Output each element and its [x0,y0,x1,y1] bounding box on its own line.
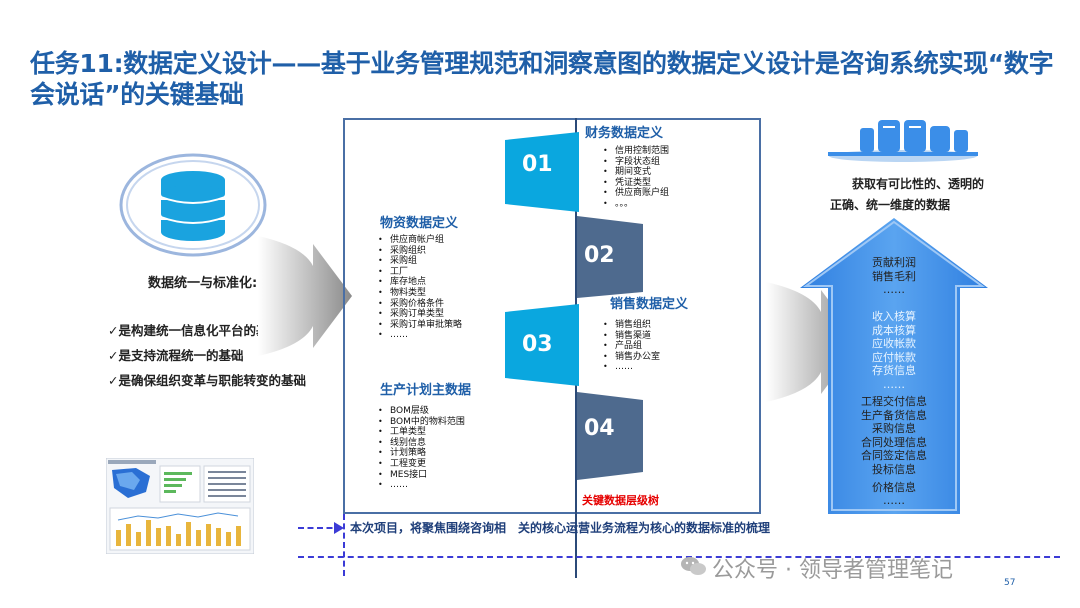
arrow-item: 收入核算 [872,310,916,323]
data-blocks-icon [828,120,978,162]
dashed-line-bottom [298,556,1060,558]
list-item: 工程变更 [378,459,465,470]
wechat-icon [681,557,706,575]
list-item: 供应商账户组 [603,188,669,199]
arrow-item: 价格信息 [872,480,916,494]
arrow-item: 生产备货信息 [861,408,927,422]
list-item: 供应商帐户组 [378,235,462,246]
production-item-list: BOM层级 BOM中的物料范围 工单类型 线别信息 计划策略 工程变更 MES接… [378,406,465,491]
arrow-group-1: 贡献利润 销售毛利 …… [856,256,932,297]
list-item: BOM层级 [378,406,465,417]
list-item: 字段状态组 [603,157,669,168]
list-item: 库存地点 [378,277,462,288]
arrow-group-3: 工程交付信息 生产备货信息 采购信息 合同处理信息 合同签定信息 投标信息 价格… [852,395,936,508]
watermark-text: 公众号 · 领导者管理笔记 [712,558,953,583]
number-02: 02 [584,243,615,268]
left-heading: 数据统一与标准化: [148,276,258,291]
list-item: 工单类型 [378,427,465,438]
list-item: 采购订单审批策略 [378,320,462,331]
number-01: 01 [522,152,553,177]
up-arrow-shape [800,218,988,514]
main-frame [343,118,761,514]
list-item: …… [378,480,465,491]
arrow-item: 应付帐款 [872,350,916,364]
arrow-item: 贡献利润 [872,256,916,269]
check-item-2: ✓是支持流程统一的基础 [108,348,244,363]
arrow-item: 销售毛利 [872,269,916,283]
arrow-item: 成本核算 [872,323,916,337]
list-item: 销售办公室 [603,352,660,363]
material-section-title: 物资数据定义 [380,216,459,231]
list-item: 凭证类型 [603,178,669,189]
check-item-1: ✓是构建统一信息化平台的基础 [108,323,281,338]
list-item: MES接口 [378,470,465,481]
list-item: 物料类型 [378,288,462,299]
number-04: 04 [584,416,615,441]
list-item: BOM中的物料范围 [378,417,465,428]
arrow-item: 工程交付信息 [861,395,927,408]
shape-03 [505,304,579,386]
sales-section-title: 销售数据定义 [610,297,689,312]
dashed-arrow-head-icon [334,522,344,534]
arrow-item: …… [883,283,905,297]
list-item: 产品组 [603,341,660,352]
database-icon [119,153,267,257]
finance-section-title: 财务数据定义 [585,126,664,141]
list-item: 采购组 [378,256,462,267]
arrow-item: 存货信息 [872,364,916,378]
list-item: 采购价格条件 [378,299,462,310]
right-caption-line2: 正确、统一维度的数据 [830,198,951,212]
production-section-title: 生产计划主数据 [380,383,472,398]
left-arrow-shape [258,236,352,356]
tree-label: 关键数据层级树 [582,494,659,507]
dashboard-thumbnail-image [106,458,254,554]
bottom-note: 本次项目，将聚焦围绕咨询相 关的核心运营业务流程为核心的数据标准的梳理 [350,521,771,535]
list-item: 采购订单类型 [378,309,462,320]
list-item: 工厂 [378,267,462,278]
page-title: 任务11:数据定义设计——基于业务管理规范和洞察意图的数据定义设计是咨询系统实现… [30,49,1054,109]
sales-item-list: 销售组织 销售渠道 产品组 销售办公室 …… [603,320,660,373]
list-item: …… [603,362,660,373]
list-item: 采购组织 [378,246,462,257]
material-item-list: 供应商帐户组 采购组织 采购组 工厂 库存地点 物料类型 采购价格条件 采购订单… [378,235,462,341]
arrow-item: 应收帐款 [872,337,916,351]
arrow-item: …… [883,494,905,508]
dashed-line-vertical [343,514,345,576]
arrow-item: 合同处理信息 [861,435,927,449]
list-item: 销售组织 [603,320,660,331]
shape-02 [577,216,643,298]
shape-04 [577,392,643,480]
right-caption-line1: 获取有可比性的、透明的 [852,177,985,191]
page-number: 57 [1004,578,1016,588]
number-03: 03 [522,332,553,357]
list-item: 计划策略 [378,448,465,459]
arrow-item: …… [883,377,905,391]
list-item: 期间变式 [603,167,669,178]
arrow-item: 投标信息 [872,462,916,476]
shape-01 [505,132,579,212]
arrow-group-2: 收入核算 成本核算 应收帐款 应付帐款 存货信息 …… [856,310,932,392]
finance-item-list: 信用控制范围 字段状态组 期间变式 凭证类型 供应商账户组 。。。 [603,146,669,210]
arrow-item: 合同签定信息 [861,449,927,463]
left-check-list: ✓是构建统一信息化平台的基础 ✓是支持流程统一的基础 ✓是确保组织变革与职能转变… [108,318,306,393]
list-item: 信用控制范围 [603,146,669,157]
list-item: 销售渠道 [603,331,660,342]
list-item: 线别信息 [378,438,465,449]
list-item: 。。。 [603,199,669,210]
arrow-item: 采购信息 [872,422,916,436]
list-item: …… [378,330,462,341]
check-item-3: ✓是确保组织变革与职能转变的基础 [108,373,306,388]
dashed-connector-top [298,527,342,529]
